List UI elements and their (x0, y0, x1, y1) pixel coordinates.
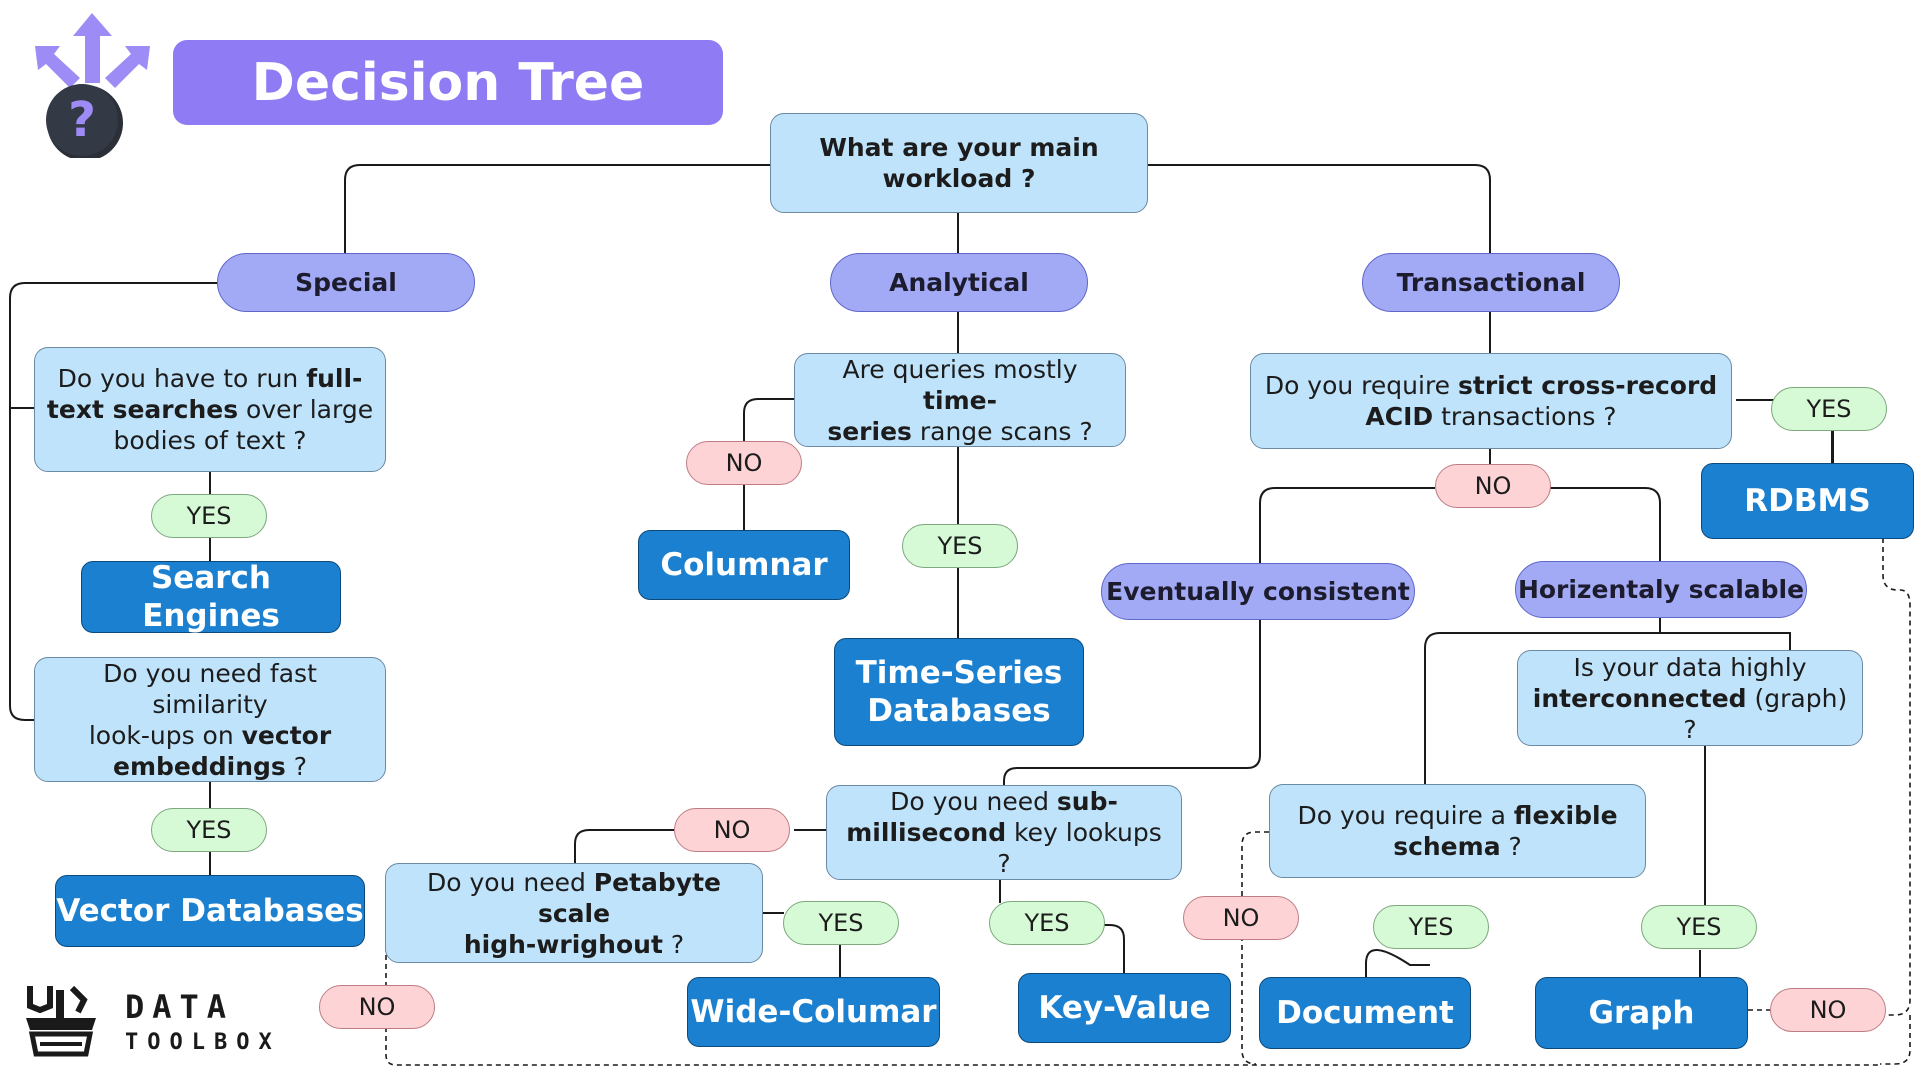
toolbox-logo-icon (22, 982, 100, 1060)
q-ts-a: Are queries mostly (842, 354, 1078, 384)
no-pill-timeseries: NO (686, 441, 802, 485)
question-flexible-schema: Do you require a flexible schema ? (1269, 784, 1646, 878)
q-ts-d: range scans ? (911, 416, 1093, 446)
category-transactional: Transactional (1362, 253, 1620, 312)
q-vector-c: vector (241, 720, 332, 750)
question-fulltext-search: Do you have to run full-text searches ov… (34, 347, 386, 472)
q-vector-a: Do you need fast similarity (103, 658, 317, 719)
question-sub-millisecond: Do you need sub-millisecond key lookups … (826, 785, 1182, 880)
q-vector-e: ? (285, 751, 307, 781)
result-graph: Graph (1535, 977, 1748, 1049)
result-columnar: Columnar (638, 530, 850, 600)
q-vector-b: look-ups on (88, 720, 242, 750)
q-fulltext-a: Do you have to run (57, 364, 307, 393)
yes-pill-flexible: YES (1373, 905, 1489, 949)
brand-line2: TOOLBOX (125, 1030, 281, 1055)
q-flexible-d: ? (1500, 832, 1522, 861)
q-graph-b: interconnected (1532, 683, 1747, 713)
yes-pill-acid: YES (1771, 387, 1887, 431)
question-time-series: Are queries mostly time-series range sca… (794, 353, 1126, 447)
result-search-engines: Search Engines (81, 560, 341, 634)
category-special: Special (217, 253, 475, 312)
subcategory-horizontally-scalable: Horizentaly scalable (1515, 561, 1807, 618)
no-pill-graph: NO (1770, 988, 1886, 1032)
yes-pill-vector: YES (151, 808, 267, 852)
yes-pill-timeseries: YES (902, 524, 1018, 568)
q-submillisecond-b: sub- (1056, 787, 1118, 816)
no-pill-petabyte: NO (319, 985, 435, 1029)
root-question: What are your main workload ? (770, 113, 1148, 213)
q-acid-b: strict cross-record (1458, 371, 1718, 400)
q-petabyte-d: ? (662, 929, 685, 959)
q-fulltext-d: over large (238, 395, 374, 424)
q-petabyte-c: high-wrighout (463, 929, 663, 959)
yes-pill-petabyte: YES (783, 901, 899, 945)
q-graph-c: (graph) ? (1683, 683, 1848, 744)
q-flexible-c: schema (1393, 832, 1501, 861)
page-title: Decision Tree (173, 40, 723, 125)
no-pill-acid: NO (1435, 464, 1551, 508)
q-petabyte-a: Do you need (427, 867, 594, 897)
no-pill-flexible: NO (1183, 896, 1299, 940)
decision-arrows-icon: ? (30, 8, 160, 161)
svg-text:?: ? (68, 92, 96, 148)
q-acid-d: transactions ? (1433, 402, 1617, 431)
subcategory-eventually-consistent: Eventually consistent (1101, 563, 1415, 620)
result-timeseries-line1: Time-Series (855, 655, 1063, 691)
q-ts-b: time- (923, 385, 997, 415)
result-wide-columnar: Wide-Columar (687, 977, 940, 1047)
result-rdbms: RDBMS (1701, 463, 1914, 539)
q-petabyte-b: Petabyte scale (537, 867, 721, 928)
result-timeseries-line2: Databases (867, 693, 1051, 729)
q-vector-d: embeddings (112, 751, 286, 781)
yes-pill-submillisecond: YES (989, 901, 1105, 945)
result-document: Document (1259, 977, 1471, 1049)
result-key-value: Key-Value (1018, 973, 1231, 1043)
result-time-series-databases: Time-Series Databases (834, 638, 1084, 746)
q-acid-c: ACID (1365, 402, 1434, 431)
q-graph-a: Is your data highly (1573, 652, 1807, 682)
q-fulltext-e: bodies of text ? (113, 426, 307, 455)
q-fulltext-c: text searches (46, 395, 239, 424)
q-ts-c: series (827, 416, 912, 446)
root-question-line1: What are your main (819, 133, 1099, 162)
q-acid-a: Do you require (1264, 371, 1459, 400)
root-question-line2: workload ? (882, 164, 1036, 193)
yes-pill-fulltext: YES (151, 494, 267, 538)
q-flexible-b: flexible (1513, 801, 1618, 830)
no-pill-submillisecond: NO (674, 808, 790, 852)
yes-pill-graph: YES (1641, 905, 1757, 949)
q-submillisecond-c: millisecond (846, 818, 1007, 847)
brand-line1: DATA (125, 988, 235, 1026)
q-fulltext-b: full- (306, 364, 363, 393)
category-analytical: Analytical (830, 253, 1088, 312)
result-vector-databases: Vector Databases (55, 875, 365, 947)
q-submillisecond-d: key lookups ? (997, 818, 1162, 878)
q-submillisecond-a: Do you need (890, 787, 1057, 816)
q-flexible-a: Do you require a (1297, 801, 1514, 830)
